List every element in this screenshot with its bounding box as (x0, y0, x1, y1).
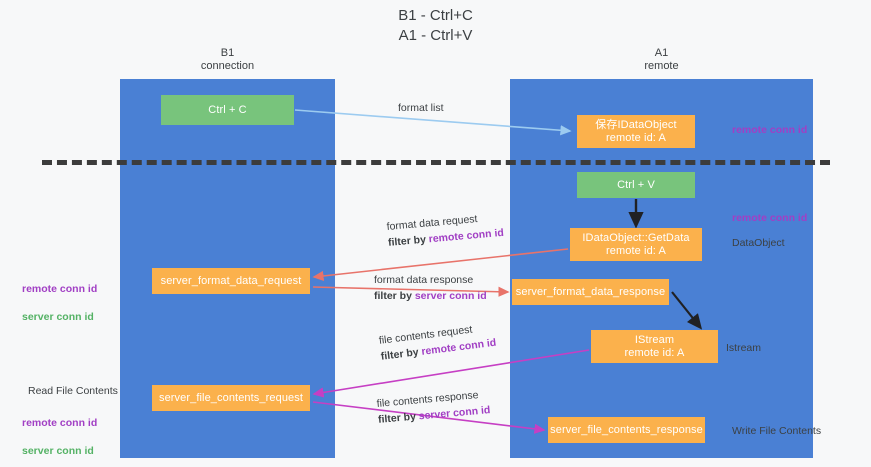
lane-title-a1: A1 remote (644, 47, 679, 72)
edge-label-filter-prefix: filter by (377, 410, 420, 426)
edge-label-format-data-response: format data response filter by server co… (374, 272, 487, 304)
annotation-remote-conn-id-left-1: remote conn id (22, 283, 98, 295)
annotation-read-file-contents: Read File Contents (28, 385, 118, 397)
edge-label-filter-key: remote conn id (428, 226, 505, 246)
edge-label-filter-key: server conn id (418, 404, 491, 423)
edge-label-filter-prefix: filter by (380, 345, 423, 363)
section-divider (42, 160, 830, 165)
annotation-remote-conn-id-top: remote conn id (732, 124, 808, 136)
node-server-file-contents-response[interactable]: server_file_contents_response (548, 417, 705, 443)
annotation-conn-ids-2: remote conn id server conn id (22, 402, 97, 458)
edge-label-filter-prefix: filter by (374, 290, 415, 302)
annotation-istream: Istream (726, 342, 762, 354)
edge-label-format-list: format list (398, 102, 444, 114)
node-idataobject-getdata[interactable]: IDataObject::GetData remote id: A (570, 228, 702, 261)
annotation-write-file-contents: Write File Contents (732, 425, 822, 437)
lane-title-b1: B1 connection (200, 47, 255, 72)
node-server-format-data-response[interactable]: server_format_data_response (512, 279, 669, 305)
edge-label-filter-key: server conn id (414, 290, 487, 302)
node-ctrl-c[interactable]: Ctrl + C (161, 95, 294, 125)
edge-label-file-contents-request: file contents request filter by remote c… (378, 319, 497, 365)
edge-label-file-contents-response: file contents response filter by server … (376, 386, 491, 428)
node-idataobject[interactable]: 保存IDataObject remote id: A (577, 115, 695, 148)
edge-label-filter-prefix: filter by (387, 233, 430, 249)
edge-label-line1: format data response (374, 274, 474, 286)
annotation-server-conn-id-left-1: server conn id (22, 311, 94, 323)
node-istream[interactable]: IStream remote id: A (591, 330, 718, 363)
node-server-format-data-request[interactable]: server_format_data_request (152, 268, 310, 294)
page-title: B1 - Ctrl+C A1 - Ctrl+V (398, 7, 473, 44)
edge-label-format-data-request: format data request filter by remote con… (386, 209, 504, 251)
annotation-conn-ids-1: remote conn id server conn id (22, 268, 97, 324)
annotation-server-conn-id-left-2: server conn id (22, 445, 94, 457)
node-server-file-contents-request[interactable]: server_file_contents_request (152, 385, 310, 411)
annotation-dataobject: DataObject (732, 237, 785, 249)
annotation-remote-conn-id-mid: remote conn id (732, 212, 808, 224)
node-ctrl-v[interactable]: Ctrl + V (577, 172, 695, 198)
annotation-remote-conn-id-left-2: remote conn id (22, 417, 98, 429)
